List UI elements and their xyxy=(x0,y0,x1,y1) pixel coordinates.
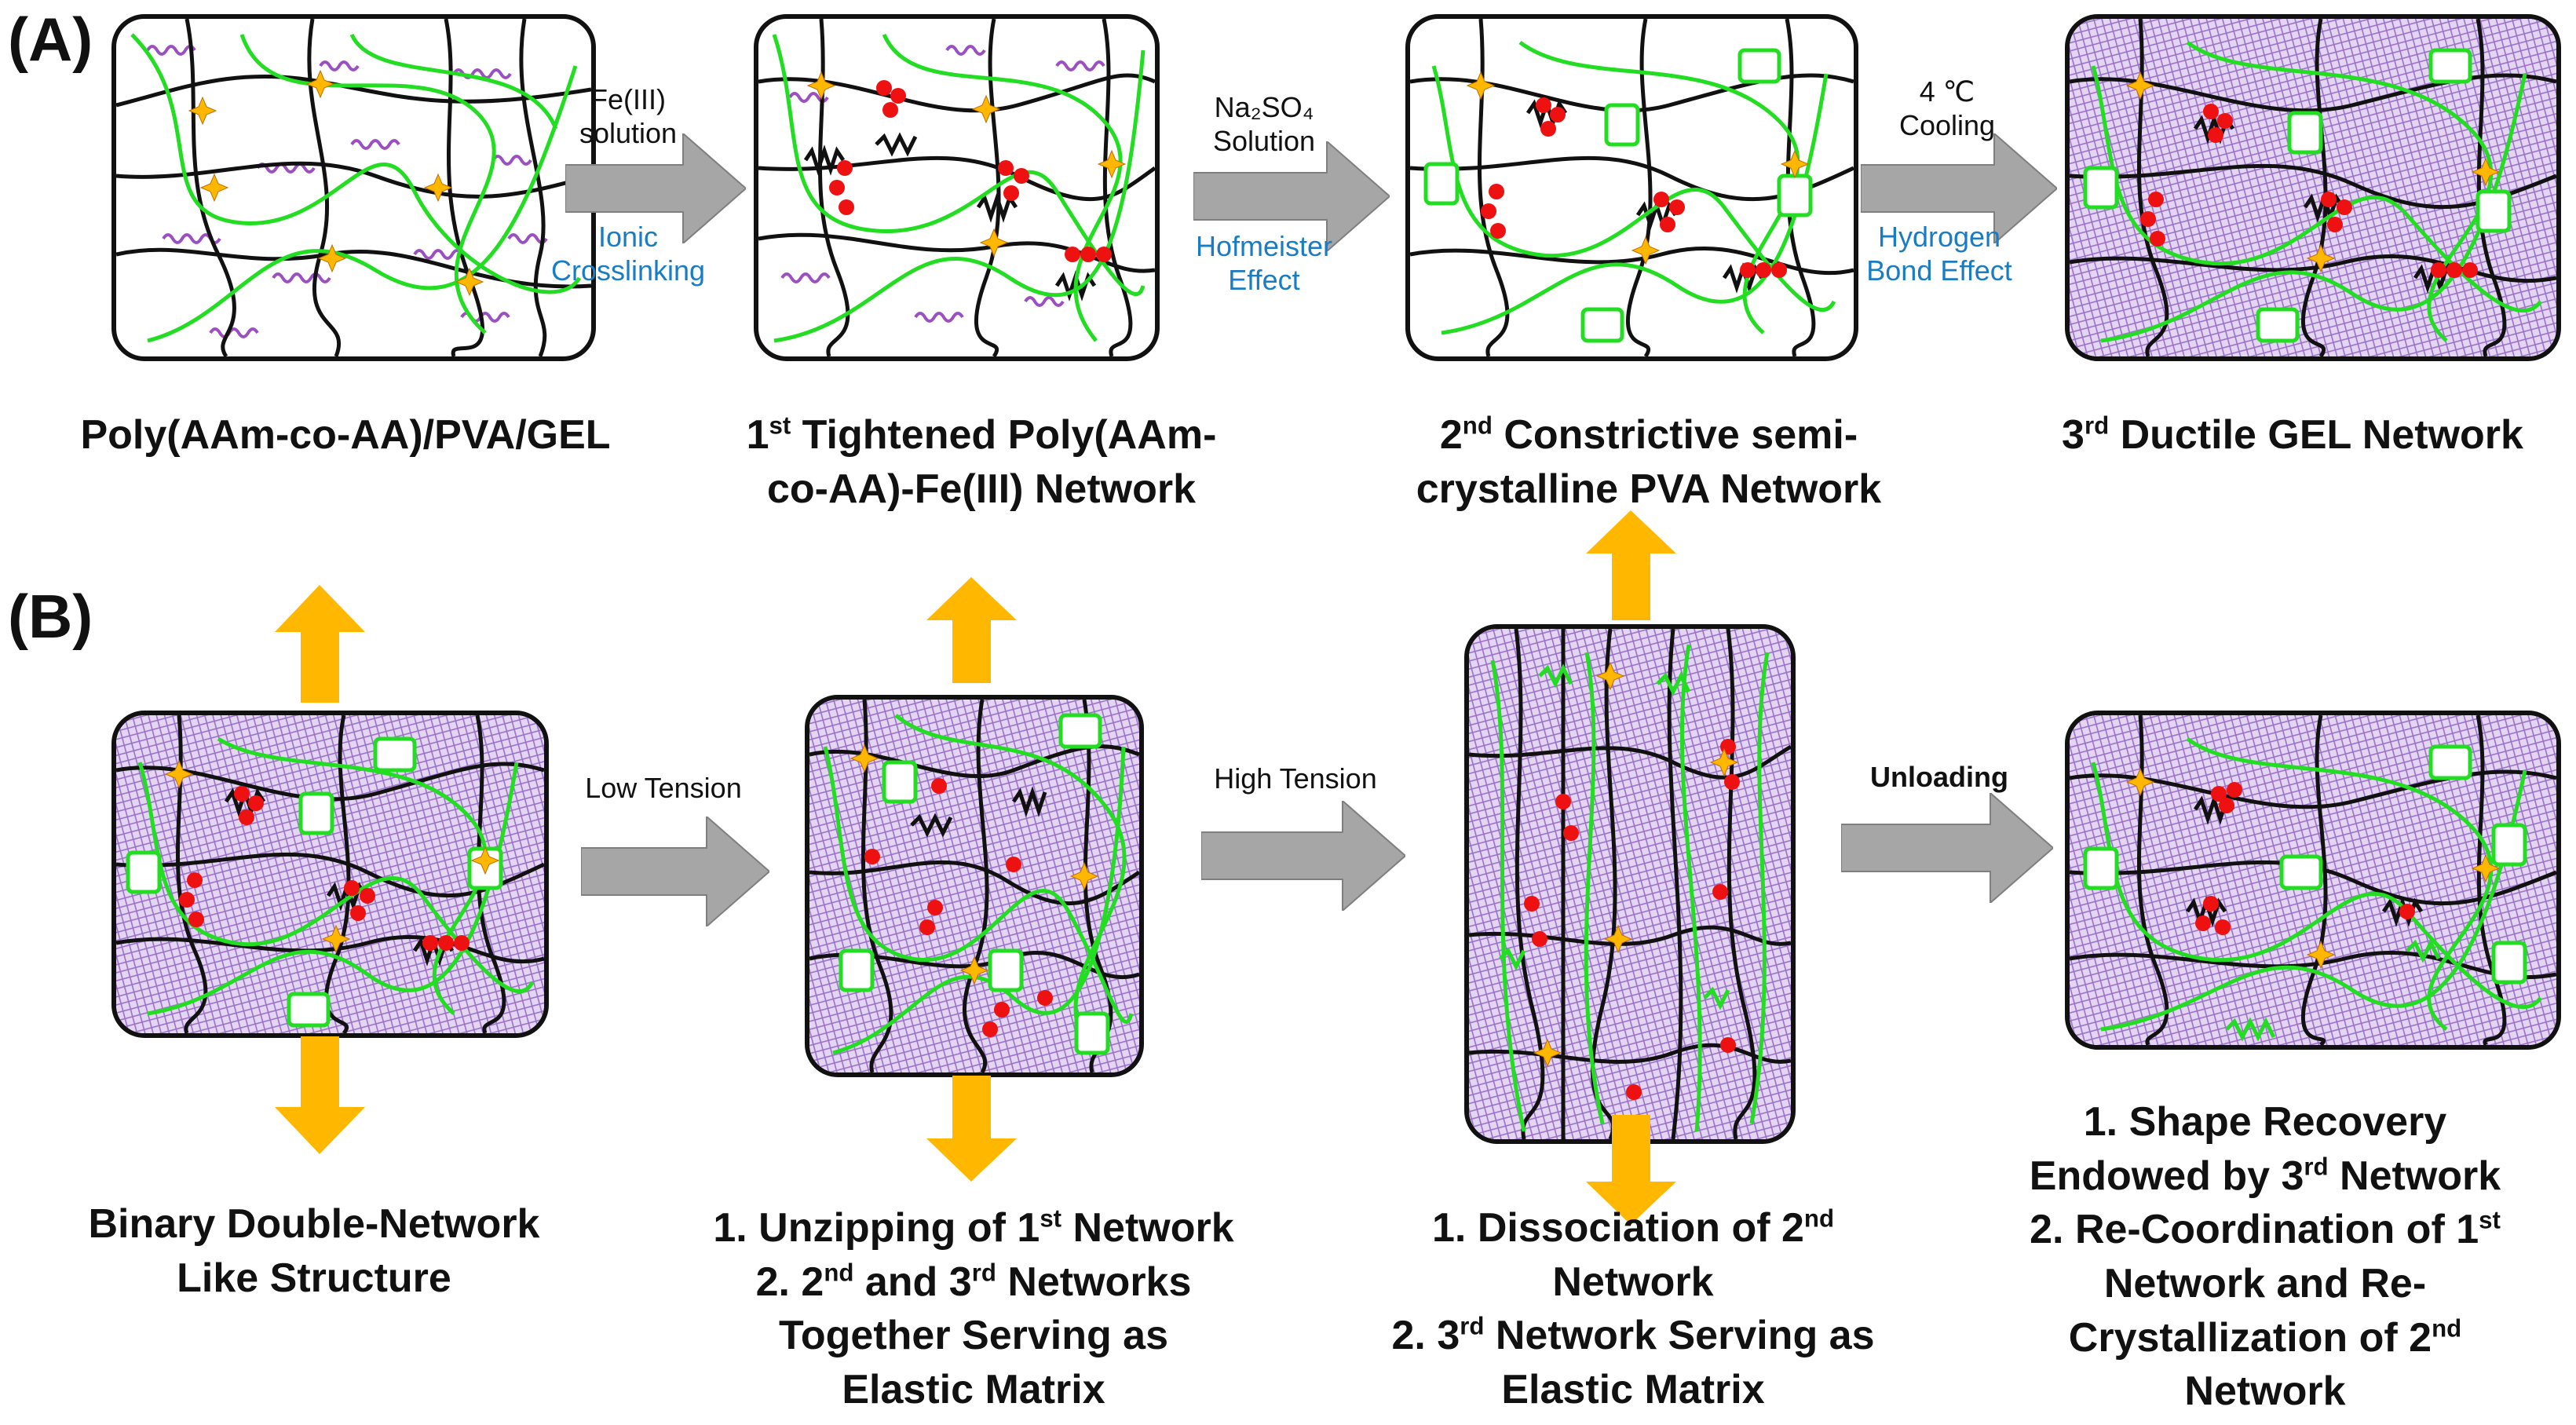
network-diagram-b3 xyxy=(1464,624,1796,1144)
caption-a1: Poly(AAm-co-AA)/PVA/GEL xyxy=(80,412,611,458)
tension-arrow-b3-up xyxy=(1586,510,1676,620)
caption-b3: 1. Dissociation of 2nd Network 2. 3rd Ne… xyxy=(1391,1204,1875,1412)
caption-a4: 3rd Ductile GEL Network xyxy=(2062,411,2523,458)
network-diagram-a1 xyxy=(111,14,596,361)
process-arrow-a2 xyxy=(1193,141,1390,251)
network-diagram-b2 xyxy=(805,695,1144,1077)
process-arrow-b2 xyxy=(1201,801,1405,911)
step-b2-label: High Tension xyxy=(1214,762,1377,795)
tension-arrow-b3-down xyxy=(1586,1115,1676,1225)
step-b1-label: Low Tension xyxy=(585,772,742,804)
tension-arrow-b1-up xyxy=(275,585,365,703)
panel-a-label: (A) xyxy=(8,5,93,74)
process-arrow-b3 xyxy=(1841,793,2053,903)
caption-a2: 1st Tightened Poly(AAm-co-AA)-Fe(III) Ne… xyxy=(746,411,1217,512)
tension-arrow-b2-down xyxy=(926,1076,1017,1182)
process-arrow-a1 xyxy=(565,133,746,243)
caption-b2: 1. Unzipping of 1st Network 2. 2nd and 3… xyxy=(713,1204,1234,1412)
process-arrow-b1 xyxy=(581,817,769,926)
caption-b4: 1. Shape Recovery Endowed by 3rd Network… xyxy=(2029,1099,2501,1415)
network-diagram-a4 xyxy=(2065,14,2561,361)
network-diagram-b1 xyxy=(111,711,549,1038)
network-diagram-a2 xyxy=(754,14,1160,361)
network-diagram-a3 xyxy=(1405,14,1858,361)
tension-arrow-b1-down xyxy=(275,1036,365,1154)
step-a1-top: Fe(III)solution xyxy=(579,83,678,150)
network-diagram-b4 xyxy=(2065,711,2561,1050)
step-b3-label: Unloading xyxy=(1870,761,2008,793)
process-arrow-a3 xyxy=(1861,133,2057,243)
caption-a3: 2nd Constrictive semi-crystalline PVA Ne… xyxy=(1416,411,1882,512)
panel-b-label: (B) xyxy=(8,582,93,651)
tension-arrow-b2-up xyxy=(926,577,1017,683)
